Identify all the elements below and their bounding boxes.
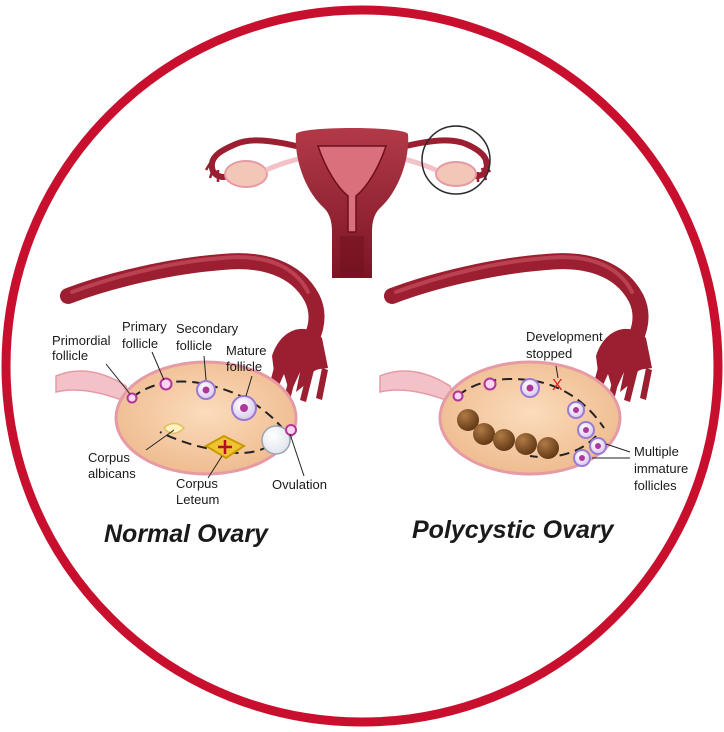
label-ovulation: Ovulation xyxy=(272,477,327,492)
label-development-line1: Development xyxy=(526,329,603,344)
development-stopped-mark: X xyxy=(552,377,563,394)
immature-follicle-2-oocyte xyxy=(583,427,589,433)
immature-follicle-3-oocyte xyxy=(595,443,601,449)
pco-primary-follicle xyxy=(485,379,496,390)
polycystic-ovary-title: Polycystic Ovary xyxy=(412,516,615,544)
cyst-4 xyxy=(515,433,537,455)
label-primordial-line1: Primordial xyxy=(52,333,111,348)
immature-follicle-1-oocyte xyxy=(573,407,579,413)
primordial-follicle xyxy=(128,394,137,403)
mature-follicle-oocyte xyxy=(240,404,248,412)
label-mature-line2: follicle xyxy=(226,359,262,374)
label-primary-line2: follicle xyxy=(122,336,158,351)
label-primordial-line2: follicle xyxy=(52,348,88,363)
cervix-shading xyxy=(340,236,364,276)
label-corpus-albicans-line2: albicans xyxy=(88,466,136,481)
normal-ovary-title: Normal Ovary xyxy=(104,520,269,548)
left-ovary-small xyxy=(225,161,267,187)
label-secondary-line2: follicle xyxy=(176,338,212,353)
right-ovary-small xyxy=(436,162,476,186)
label-corpus-albicans-line1: Corpus xyxy=(88,450,130,465)
cyst-3 xyxy=(493,429,515,451)
cyst-2 xyxy=(473,423,495,445)
primary-follicle xyxy=(161,379,172,390)
pco-primordial-follicle xyxy=(454,392,463,401)
released-egg xyxy=(286,425,296,435)
immature-follicle-4-oocyte xyxy=(579,455,585,461)
label-corpus-luteum-line2: Leteum xyxy=(176,492,219,507)
pco-secondary-oocyte xyxy=(527,385,534,392)
label-primary-line1: Primary xyxy=(122,319,167,334)
label-multiple-line2: immature xyxy=(634,461,688,476)
label-development-line2: stopped xyxy=(526,346,572,361)
label-multiple-line3: follicles xyxy=(634,478,677,493)
label-corpus-luteum-line1: Corpus xyxy=(176,476,218,491)
cyst-5 xyxy=(537,437,559,459)
secondary-follicle-oocyte xyxy=(203,387,210,394)
label-mature-line1: Mature xyxy=(226,343,266,358)
label-multiple-line1: Multiple xyxy=(634,444,679,459)
label-secondary-line1: Secondary xyxy=(176,321,239,336)
